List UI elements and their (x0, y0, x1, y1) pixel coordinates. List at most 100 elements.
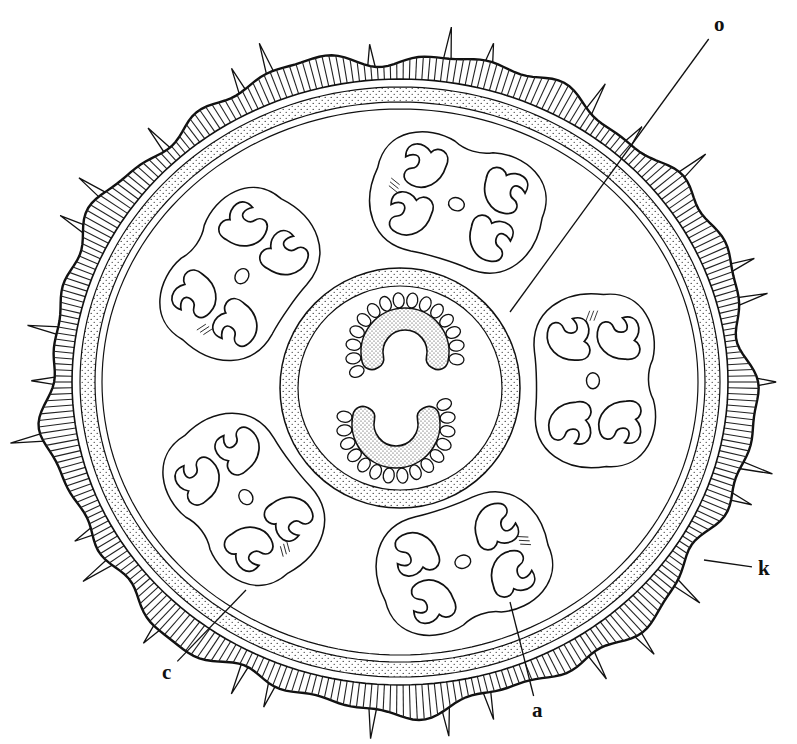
hatch-line (180, 622, 200, 647)
hatch-line (723, 328, 736, 330)
hatch-line (54, 351, 74, 353)
hatch-line (536, 78, 549, 106)
hatch-line (559, 90, 574, 117)
hatch-line (434, 683, 437, 714)
hatch-line (700, 505, 725, 516)
hatch-line (195, 114, 210, 135)
hatch-line (76, 262, 95, 270)
ovary (280, 268, 520, 508)
hatch-line (519, 664, 526, 681)
hatch-line (428, 57, 430, 80)
hatch-line (363, 683, 366, 707)
hatch-line (77, 495, 96, 503)
hatch-line (483, 62, 490, 89)
hatch-line (718, 456, 743, 462)
hatch-line (176, 142, 185, 153)
hatch-line (728, 381, 758, 382)
hatch-line (559, 647, 572, 670)
hatch-line (73, 267, 93, 275)
hatch-line (650, 578, 669, 594)
hatch-line (713, 473, 735, 480)
hatch-line (682, 536, 693, 543)
hatch-line (447, 682, 451, 707)
hatch-line (605, 133, 615, 146)
hatch-line (642, 587, 662, 605)
hatch-line (337, 680, 341, 702)
hatch-line (453, 59, 457, 83)
hatch-line (440, 683, 444, 711)
hatch-line (83, 223, 111, 238)
hatch-line (553, 85, 568, 114)
hatch-line (43, 405, 73, 407)
outer-epidermis (39, 55, 759, 720)
pollen-sac (220, 517, 279, 576)
hatch-line (727, 405, 756, 407)
hatch-line (501, 670, 507, 688)
hatch-line (79, 256, 98, 264)
hatch-line (662, 181, 687, 200)
hatch-line (702, 253, 729, 264)
hatch-line (665, 186, 689, 203)
hatch-line (465, 59, 470, 85)
hatch-line (132, 171, 150, 186)
hatch-line (85, 217, 115, 233)
hatch-line (318, 676, 323, 695)
hatch-line (40, 428, 76, 433)
hatch-line (718, 302, 739, 307)
hatch-line (654, 574, 673, 589)
hatch-line (95, 531, 115, 542)
hatch-line (59, 321, 77, 325)
hatch-line (697, 510, 720, 521)
hatch-line (39, 422, 75, 427)
hatch-line (513, 666, 519, 683)
hatched-band (39, 55, 759, 720)
hatch-line (383, 67, 385, 80)
hatch-line (600, 129, 610, 142)
hatch-line (513, 75, 521, 98)
hatch-line (292, 670, 299, 692)
pollen-sac (388, 526, 442, 580)
hatch-line (501, 70, 509, 94)
hatch-line (122, 179, 142, 194)
hatch-line (453, 681, 456, 702)
hatch-line (694, 235, 721, 248)
hatch-line (665, 560, 681, 572)
hatch-line (324, 678, 328, 698)
hatch-line (564, 644, 577, 666)
hatch-line (331, 679, 335, 700)
hatch-line (63, 284, 87, 291)
hatch-line (81, 500, 98, 507)
pollen-sac (215, 197, 274, 256)
hatch-line (422, 684, 424, 719)
pollen-sac (548, 402, 591, 445)
hatch-line (434, 57, 436, 80)
hatch-line (702, 500, 728, 511)
pollen-sac (256, 226, 315, 285)
band-inner-edge (72, 79, 728, 685)
hatch-line (711, 478, 734, 486)
pollen-sac (383, 188, 436, 241)
hatch-line (658, 175, 683, 194)
hatch-line (69, 484, 91, 492)
hatch-line (715, 467, 738, 474)
hatch-line (257, 658, 264, 674)
hatch-line (312, 675, 317, 694)
hatch-line (90, 205, 120, 223)
hatch-line (53, 451, 80, 457)
hatch-line (673, 551, 686, 560)
hatch-line (727, 352, 742, 353)
pollen-sac (208, 295, 267, 354)
hatch-line (383, 685, 384, 711)
hatch-line (170, 615, 190, 639)
part-label: c (160, 662, 173, 683)
part-label: a (530, 700, 545, 721)
hatch-line (507, 72, 515, 95)
locule (336, 397, 455, 484)
hatch-line (39, 417, 74, 421)
pollen-sac (167, 266, 226, 325)
hatch-line (106, 191, 131, 208)
epidermal-hairs (10, 27, 776, 739)
hatch-line (646, 164, 666, 181)
hatch-line (389, 685, 391, 713)
